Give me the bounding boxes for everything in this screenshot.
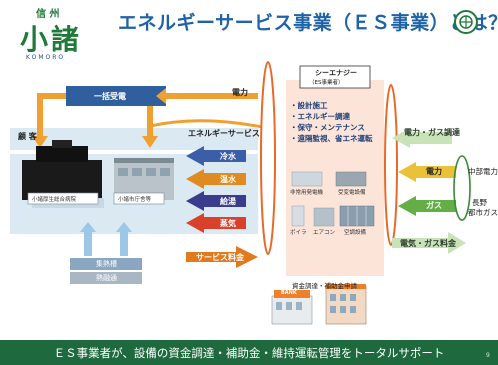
gas-arrow <box>398 196 456 216</box>
connector-ellipse-left <box>260 61 276 255</box>
equip-aircon-label: エアコン <box>313 230 336 236</box>
service-hot-water: 温水 <box>220 175 236 184</box>
supplier-chubu: 中部電力 <box>468 167 498 176</box>
bank-building <box>271 290 313 325</box>
service-steam: 蒸気 <box>220 219 236 228</box>
company-name: シーエナジー <box>315 69 357 77</box>
heat-storage-label: 集熱槽 <box>96 260 117 268</box>
service-hot-supply: 給湯 <box>220 197 236 206</box>
logo-latin: KOMORO <box>26 54 66 61</box>
bulk-receiving-box <box>66 86 166 106</box>
gas-label: ガス <box>426 201 442 210</box>
city-hall-label: 小諸市庁舎等 <box>118 197 152 203</box>
service-arrows <box>186 146 246 233</box>
finance-label: 資金調達・補助金申請 <box>292 282 357 290</box>
heat-transfer-bar <box>70 272 142 284</box>
connector-ellipse-right <box>384 84 398 246</box>
power-label: 電力 <box>232 88 248 97</box>
energy-service-label: エネルギーサービス <box>188 129 260 138</box>
logo-shinshu: 信 州 <box>36 9 60 20</box>
equip-hvac-label: 空調設備 <box>344 230 367 236</box>
company-sub: （ES事業者） <box>309 80 344 86</box>
electricity-arrow <box>398 162 456 182</box>
company-task-list: ・設計施工 ・エネルギー調達 ・保守・メンテナンス ・遠隔監視、省エネ運転 <box>290 100 373 144</box>
bulk-power-label: 一括受電 <box>94 92 126 101</box>
page-number: 9 <box>486 352 490 359</box>
footer-text: ＥＳ事業者が、設備の資金調達・補助金・維持運転管理をトータルサポート <box>53 346 445 360</box>
company-name-box <box>299 65 371 89</box>
page-title: エネルギーサービス事業（ＥＳ事業）とは？ <box>118 12 498 34</box>
task-2: ・エネルギー調達 <box>290 112 350 121</box>
office-building <box>325 284 367 325</box>
electricity-label: 電力 <box>426 167 442 176</box>
supplier-ellipse <box>453 155 471 221</box>
equip-substation-label: 受変電設備 <box>338 190 366 196</box>
service-fee-label: サービス料金 <box>196 253 244 262</box>
service-fee-arrow <box>186 246 258 268</box>
task-4: ・遠隔監視、省エネ運転 <box>290 134 373 143</box>
task-1: ・設計施工 <box>290 101 328 110</box>
equip-generator-label: 非常用発電機 <box>290 190 324 196</box>
footer-bar <box>0 340 498 365</box>
equipment-icons <box>291 171 375 227</box>
service-cold-water: 冷水 <box>220 152 236 161</box>
supplier-gas: 都市ガス <box>468 208 498 217</box>
supplier-nagano: 長野 <box>472 198 487 207</box>
hospital-label: 小諸厚生総合病院 <box>32 197 77 203</box>
logo-komoro: 小諸 <box>20 23 83 56</box>
procurement-label: 電力・ガス調達 <box>404 128 460 137</box>
bank-sign: BANK <box>281 290 297 296</box>
task-3: ・保守・メンテナンス <box>290 123 365 132</box>
fee-payment-label: 電気・ガス料金 <box>400 239 456 248</box>
heat-transfer-label: 熱融通 <box>96 274 117 282</box>
procurement-arrow <box>392 128 452 148</box>
customer-label: 顧 客 <box>18 132 37 141</box>
equip-boiler-label: ボイラ <box>290 230 307 236</box>
fee-payment-arrow <box>392 232 466 254</box>
heat-storage-bar <box>70 258 142 270</box>
city-emblem-icon <box>454 10 478 34</box>
